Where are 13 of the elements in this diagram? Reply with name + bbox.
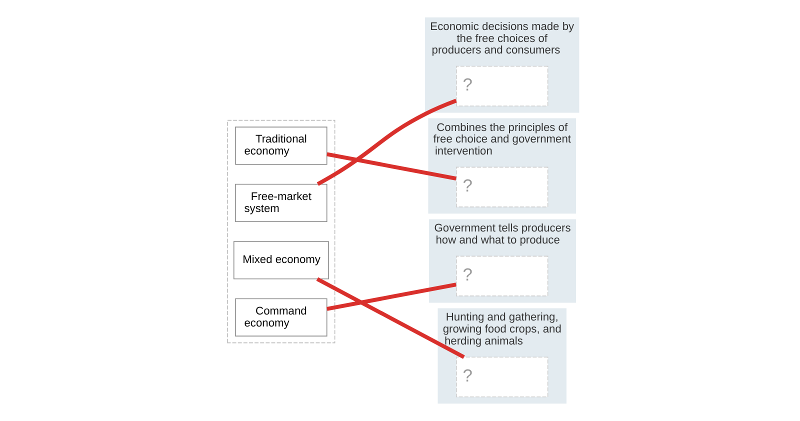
connector [316,98,457,186]
node-box: ? [456,256,548,296]
node-box: ? [456,356,548,398]
node-box: Command economy [235,298,328,336]
node-box: Traditional economy [235,126,328,165]
node-box: ? [456,66,548,106]
connector [316,277,465,359]
connector [326,282,456,311]
node-box: Mixed economy [234,241,329,280]
connector [326,152,456,180]
cluster [227,120,336,344]
node-box: Free-market system [235,184,328,222]
node-box: ? [456,166,548,208]
